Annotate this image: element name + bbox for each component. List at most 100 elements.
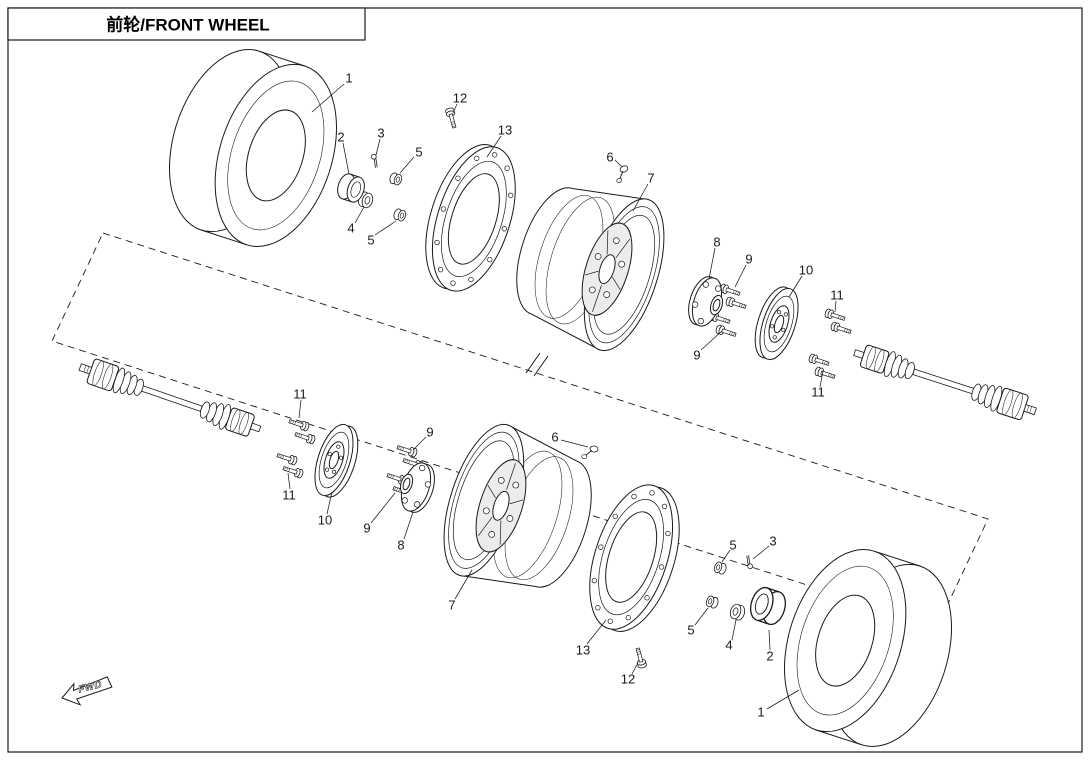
callout-leader-11 [834, 300, 837, 313]
callout-leader-1 [766, 689, 800, 710]
callout-leader-3 [752, 545, 770, 560]
cotter-pin-3 [367, 153, 382, 169]
callout-leader-5 [694, 607, 709, 626]
wheel-hub-8 [393, 457, 441, 517]
callout-label-10: 10 [318, 513, 332, 528]
nut-5 [392, 207, 408, 223]
tire-1 [147, 33, 359, 263]
callout-leader-10 [326, 491, 333, 515]
callout-leader-2 [768, 629, 771, 651]
callout-label-5: 5 [729, 538, 736, 553]
callout-leader-8 [403, 511, 414, 540]
break-mark [525, 352, 549, 377]
callout-label-7: 7 [647, 171, 654, 186]
callout-leader-6 [560, 439, 589, 448]
callout-leader-7 [632, 183, 649, 212]
callout-label-5: 5 [687, 623, 694, 638]
callout-leader-7 [454, 569, 473, 600]
cotter-pin-3 [742, 554, 757, 570]
brake-disc-10 [306, 419, 366, 503]
callout-leader-9 [700, 330, 723, 351]
nut-5 [388, 171, 404, 187]
callout-label-8: 8 [713, 235, 720, 250]
callout-label-11: 11 [830, 288, 844, 303]
callout-label-1: 1 [345, 71, 352, 86]
callout-label-2: 2 [337, 130, 344, 145]
callout-label-3: 3 [377, 126, 384, 141]
callout-label-3: 3 [769, 534, 776, 549]
callout-label-9: 9 [693, 348, 700, 363]
callout-leader-9 [370, 492, 396, 524]
callout-leader-2 [342, 142, 350, 175]
callout-label-1: 1 [757, 705, 764, 720]
callout-leader-1 [311, 83, 345, 113]
castle-nut-4 [728, 602, 747, 622]
callout-label-5: 5 [415, 145, 422, 160]
callout-label-11: 11 [811, 385, 825, 400]
callout-label-2: 2 [766, 649, 773, 664]
valve-stem-6 [611, 164, 633, 184]
callout-leader-11 [287, 472, 291, 490]
callout-leader-5 [399, 156, 415, 174]
beadlock-ring-13 [409, 133, 532, 302]
stud-9 [714, 323, 738, 340]
callout-label-9: 9 [426, 425, 433, 440]
valve-stem-6 [581, 444, 599, 461]
bolt-11 [293, 429, 317, 446]
stud-9 [718, 282, 742, 299]
drive-axle-left [75, 354, 265, 442]
callout-label-4: 4 [725, 638, 732, 653]
bolt-11 [275, 450, 299, 467]
callout-leader-12 [452, 103, 458, 114]
callout-leader-13 [586, 619, 607, 645]
bolt-11 [807, 352, 831, 369]
title-box [7, 7, 366, 41]
callout-label-11: 11 [282, 488, 296, 503]
brake-disc-10 [747, 281, 807, 365]
bolt-12 [632, 646, 648, 670]
callout-leader-4 [731, 619, 737, 641]
callout-label-12: 12 [453, 91, 467, 106]
nut-5 [712, 560, 728, 576]
stud-9 [724, 295, 748, 312]
callout-leader-4 [354, 206, 365, 224]
callout-label-12: 12 [621, 672, 635, 687]
callout-leader-13 [486, 135, 502, 158]
tire-1 [762, 533, 974, 760]
callout-leader-3 [375, 138, 381, 156]
callout-label-10: 10 [799, 263, 813, 278]
callout-label-11: 11 [293, 387, 307, 402]
bolt-11 [829, 320, 853, 337]
beadlock-ring-13 [573, 474, 696, 643]
callout-label-6: 6 [551, 430, 558, 445]
callout-label-9: 9 [363, 521, 370, 536]
page-border [7, 7, 1083, 753]
callout-leader-11 [819, 370, 824, 388]
callout-leader-6 [614, 159, 623, 168]
callout-leader-10 [788, 275, 803, 298]
fwd-arrow: FWD [61, 676, 113, 706]
page-title: 前轮/FRONT WHEEL [106, 15, 269, 35]
callout-label-6: 6 [606, 150, 613, 165]
wheel-hub-8 [682, 272, 730, 332]
callout-leader-5 [374, 220, 397, 236]
hub-cap-2 [746, 584, 790, 628]
stud-9 [395, 442, 419, 459]
callout-label-4: 4 [347, 221, 354, 236]
callout-leader-11 [298, 399, 302, 419]
callout-label-8: 8 [397, 538, 404, 553]
bolt-12 [444, 106, 460, 130]
callout-leader-5 [721, 549, 731, 563]
callout-label-13: 13 [576, 643, 590, 658]
drive-axle-right [850, 339, 1040, 425]
callout-label-13: 13 [498, 123, 512, 138]
bolt-11 [281, 463, 305, 480]
bolt-11 [813, 365, 837, 382]
callout-leader-12 [631, 662, 639, 675]
callout-leader-9 [412, 436, 427, 451]
nut-5 [704, 594, 720, 610]
callout-leader-9 [734, 264, 747, 288]
